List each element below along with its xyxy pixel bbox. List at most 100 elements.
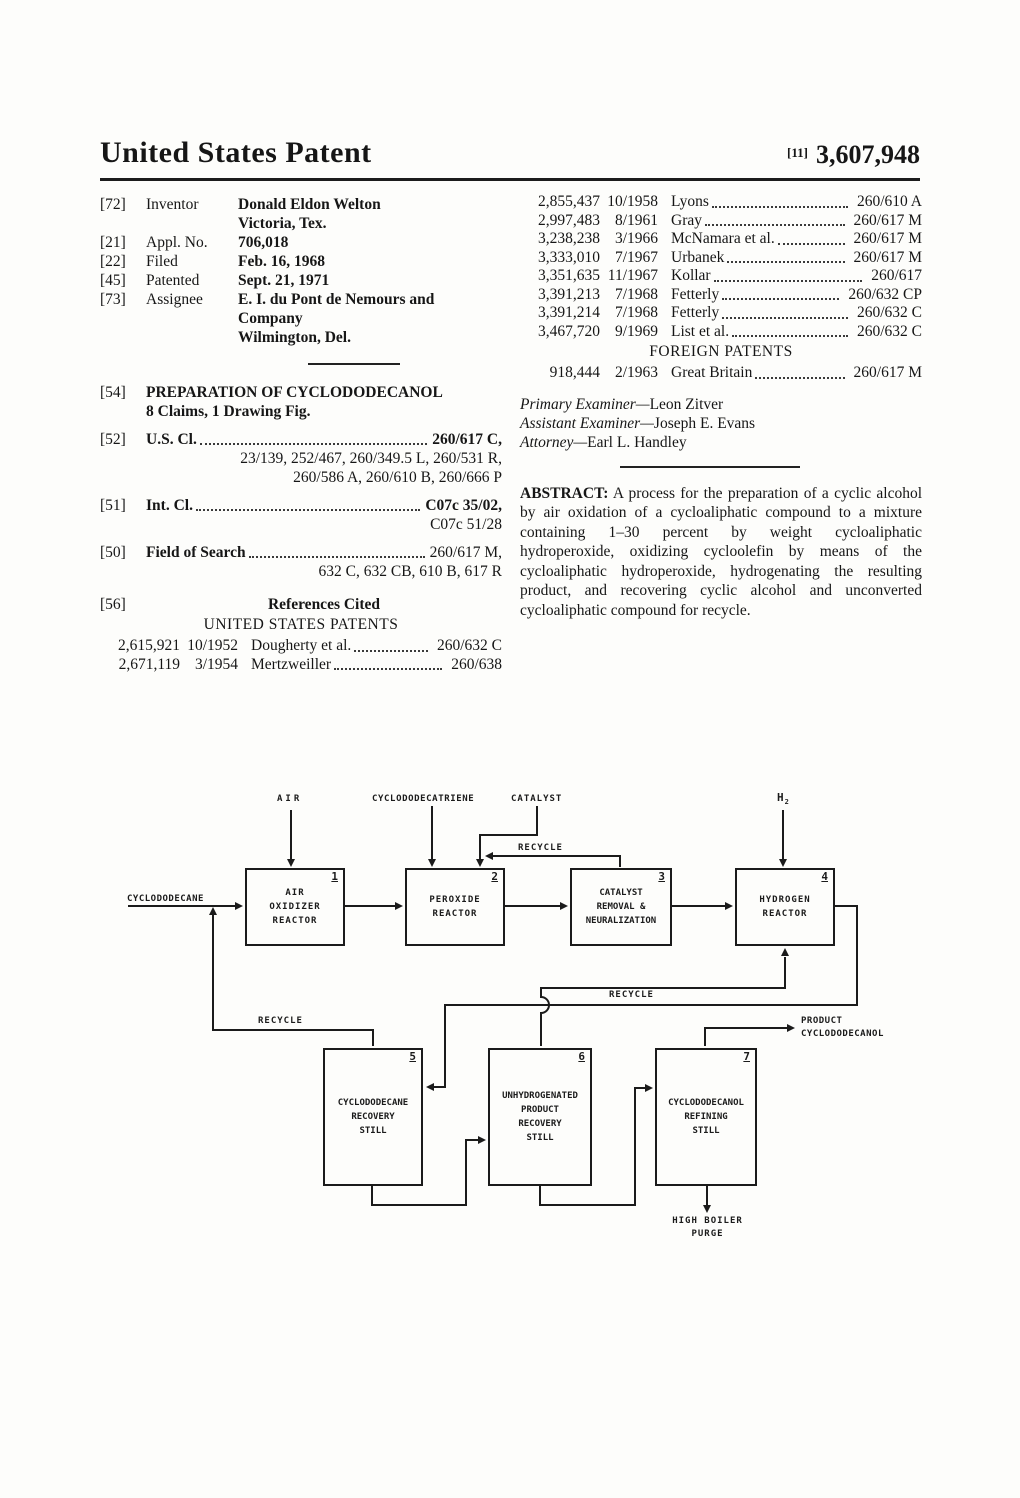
box-unhydrogenated-product-recovery-still: 6 UNHYDROGENATED PRODUCT RECOVERY STILL: [488, 1048, 592, 1186]
reference-row: 3,391,214 7/1968 Fetterly 260/632 C: [520, 304, 922, 323]
dot-leader: [195, 509, 421, 511]
reference-row: 2,997,483 8/1961 Gray 260/617 M: [520, 212, 922, 231]
field-value: Donald Eldon Welton Victoria, Tex.: [238, 195, 381, 233]
ref-date: 7/1968: [614, 285, 658, 303]
reference-row: 3,467,720 9/1969 List et al. 260/632 C: [520, 323, 922, 342]
field-patented: [45] Patented Sept. 21, 1971: [100, 271, 502, 290]
dot-leader: [755, 376, 845, 379]
reference-row: 3,391,213 7/1968 Fetterly 260/632 CP: [520, 286, 922, 305]
header-rule: [100, 178, 920, 181]
ref-number: 3,391,213: [538, 285, 600, 303]
reference-row: 2,615,921 10/1952 Dougherty et al. 260/6…: [100, 637, 502, 656]
air-label: AIR: [277, 794, 303, 804]
arrow-down: [476, 859, 484, 867]
arrow-down: [287, 859, 295, 867]
ref-date: 2/1963: [614, 364, 658, 381]
classification-row: [51] Int. Cl. C07c 35/02,: [100, 496, 502, 515]
field-value: 706,018: [238, 234, 289, 251]
recycle-top-label: RECYCLE: [518, 843, 563, 853]
ref-class: 260/617: [871, 267, 922, 284]
claims-note: 8 Claims, 1 Drawing Fig.: [146, 403, 311, 420]
dot-leader: [722, 298, 840, 300]
attorney: Attorney—Earl L. Handley: [520, 433, 922, 452]
ref-number: 3,238,238: [538, 230, 600, 247]
field-code: [21]: [100, 234, 126, 251]
box-number: 3: [658, 870, 665, 883]
ref-number: 2,855,437: [538, 193, 600, 210]
reference-row: 2,855,437 10/1958 Lyons 260/610 A: [520, 193, 922, 212]
classification-label: Field of Search: [146, 544, 246, 561]
box-number: 4: [821, 870, 828, 883]
box-label-line: PRODUCT: [521, 1105, 559, 1115]
ref-name: Dougherty et al.: [251, 637, 352, 654]
field-code: [54]: [100, 384, 126, 401]
reference-row: 3,238,238 3/1966 McNamara et al. 260/617…: [520, 230, 922, 249]
arrow-down: [779, 859, 787, 867]
field-code: [50]: [100, 544, 126, 561]
classification-label: U.S. Cl.: [146, 431, 197, 448]
dot-leader: [248, 556, 425, 558]
box-catalyst-removal: 3 CATALYST REMOVAL & NEURALIZATION: [570, 868, 672, 946]
field-value-line: Victoria, Tex.: [238, 215, 327, 232]
reference-row: 3,351,635 11/1967 Kollar 260/617: [520, 267, 922, 286]
dot-leader: [199, 443, 428, 445]
us-cl-block: [52] U.S. Cl. 260/617 C, 23/139, 252/467…: [100, 430, 502, 487]
ref-number: 2,997,483: [538, 211, 600, 229]
examiners-block: Primary Examiner—Leon Zitver Assistant E…: [520, 395, 922, 452]
left-column: [72] Inventor Donald Eldon Welton Victor…: [100, 195, 502, 674]
arrow-right: [645, 1084, 653, 1092]
field-code: [72]: [100, 196, 126, 213]
classification-label: Int. Cl.: [146, 497, 193, 514]
box-label-line: HYDROGEN: [759, 895, 811, 905]
classification-value: C07c 35/02,: [425, 497, 502, 514]
arrow-right: [787, 1024, 795, 1032]
box-number: 2: [491, 870, 498, 883]
ref-name: Fetterly: [671, 285, 720, 303]
box-label-line: RECOVERY: [518, 1119, 562, 1129]
box-label-line: PEROXIDE: [429, 895, 481, 905]
cyclododecane-feed-label: CYCLODODECANE: [127, 894, 204, 904]
assistant-examiner: Assistant Examiner—Joseph E. Evans: [520, 414, 922, 433]
box-label-line: REACTOR: [762, 909, 808, 919]
dot-leader: [777, 242, 845, 245]
classification-cont: 260/586 A, 260/610 B, 260/666 P: [293, 469, 502, 486]
classification-value: 260/617 M,: [429, 544, 502, 561]
flow-box5-box6: [371, 1139, 479, 1206]
foreign-patents-heading: FOREIGN PATENTS: [649, 343, 793, 360]
box-number: 1: [331, 870, 338, 883]
field-label: Assignee: [146, 291, 203, 308]
h2-base: H: [777, 791, 785, 804]
masthead: United States Patent [11] 3,607,948: [100, 136, 920, 170]
box-number: 5: [409, 1050, 416, 1063]
field-appl-no: [21] Appl. No. 706,018: [100, 233, 502, 252]
field-code: [73]: [100, 291, 126, 308]
ref-class: 260/632 CP: [848, 285, 922, 303]
classification-value: 260/617 C,: [432, 431, 502, 448]
arrow-down: [428, 859, 436, 867]
arrow-left: [485, 852, 493, 860]
section-divider: [308, 363, 400, 365]
page-title: United States Patent: [100, 136, 372, 169]
box-number: 7: [743, 1050, 750, 1063]
classification-cont: 23/139, 252/467, 260/349.5 L, 260/531 R,: [240, 450, 502, 467]
attorney-name: Earl L. Handley: [587, 433, 687, 451]
examiner-label: Assistant Examiner—: [520, 414, 654, 432]
catalyst-feed-line: [479, 806, 538, 860]
dot-leader: [713, 279, 863, 282]
product-label-line: CYCLODODECANOL: [801, 1029, 884, 1039]
arrowheads: [209, 852, 795, 1213]
field-code: [22]: [100, 253, 126, 270]
ref-date: 8/1961: [614, 211, 658, 229]
examiner-name: Leon Zitver: [649, 395, 724, 413]
ref-class: 260/632 C: [436, 637, 502, 654]
examiner-label: Primary Examiner—: [520, 395, 650, 413]
attorney-label: Attorney—: [520, 433, 588, 451]
ref-class: 260/617 M: [853, 364, 922, 381]
ref-date: 3/1954: [194, 655, 238, 673]
invention-title: PREPARATION OF CYCLODODECANOL 8 Claims, …: [146, 383, 443, 421]
ref-name: Urbanek: [671, 248, 725, 266]
primary-examiner: Primary Examiner—Leon Zitver: [520, 395, 922, 414]
ref-number: 2,671,119: [118, 655, 180, 673]
ref-class: 260/632 C: [856, 322, 922, 340]
ref-name: Lyons: [671, 193, 709, 210]
